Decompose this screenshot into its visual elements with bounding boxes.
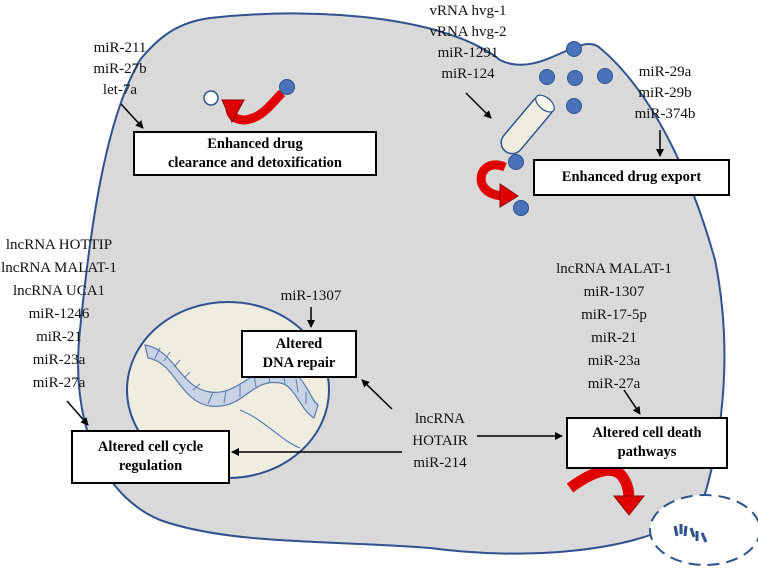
drug-molecule xyxy=(279,79,295,95)
red-arrow-clearance-icon xyxy=(221,89,286,125)
mirna-label: miR-1246 xyxy=(28,306,90,322)
box-drug-clearance: Enhanced drug clearance and detoxificati… xyxy=(133,131,377,176)
mirna-label: miR-374b xyxy=(634,106,696,122)
mirna-label: miR-27a xyxy=(587,376,641,392)
mirna-label: miR-1307 xyxy=(280,288,342,304)
mirna-label: lncRNA HOTTIP xyxy=(5,237,113,253)
box-drug-export: Enhanced drug export xyxy=(533,159,730,196)
mirna-label: HOTAIR xyxy=(412,433,468,449)
box-line: pathways xyxy=(617,444,677,460)
box-line: Enhanced drug xyxy=(207,135,303,152)
mirna-list-center: lncRNA HOTAIR miR-214 xyxy=(397,408,483,474)
drug-molecules-export xyxy=(508,41,613,216)
mirna-label: miR-1307 xyxy=(583,284,645,300)
mirna-list-cell-death: lncRNA MALAT-1 miR-1307 miR-17-5p miR-21… xyxy=(538,258,690,396)
apoptotic-cell xyxy=(649,494,758,566)
box-line: clearance and detoxification xyxy=(168,154,342,171)
mirna-list-dna-repair: miR-1307 xyxy=(268,286,354,307)
mirna-label: vRNA hvg-2 xyxy=(429,24,507,40)
mirna-label: lncRNA MALAT-1 xyxy=(556,261,672,277)
mirna-label: lncRNA UCA1 xyxy=(12,283,106,299)
arrow-import xyxy=(465,92,492,119)
mirna-label: miR-27b xyxy=(93,61,147,77)
box-line: DNA repair xyxy=(262,355,336,371)
mirna-label: lncRNA MALAT-1 xyxy=(1,260,117,276)
mirna-label: miR-29b xyxy=(638,85,692,101)
mirna-label: lncRNA xyxy=(415,411,465,427)
box-line: Altered cell cycle xyxy=(97,439,204,455)
box-cell-death: Altered cell death pathways xyxy=(566,417,728,469)
arrow-clearance xyxy=(120,103,144,129)
mirna-label: vRNA hvg-1 xyxy=(429,3,507,19)
mirna-label: miR-21 xyxy=(36,329,82,345)
box-line: Altered cell death xyxy=(592,425,702,441)
mirna-list-import: vRNA hvg-1 vRNA hvg-2 miR-1291 miR-124 xyxy=(413,1,523,85)
arrow-death xyxy=(623,389,641,415)
mirna-label: miR-211 xyxy=(93,40,147,56)
mirna-list-cell-cycle: lncRNA HOTTIP lncRNA MALAT-1 lncRNA UCA1… xyxy=(0,234,118,395)
mirna-label: miR-214 xyxy=(413,455,467,471)
mirna-label: miR-23a xyxy=(587,353,641,369)
mirna-label: miR-17-5p xyxy=(581,307,647,323)
mirna-list-export: miR-29a miR-29b miR-374b xyxy=(625,62,705,125)
arrow-cycle xyxy=(66,400,89,426)
arrow-center-repair xyxy=(361,379,393,410)
mirna-label: miR-21 xyxy=(591,330,637,346)
red-arrow-import-icon xyxy=(476,160,519,208)
red-arrow-death-icon xyxy=(566,464,646,516)
mirna-label: miR-23a xyxy=(32,352,86,368)
mirna-label: miR-1291 xyxy=(437,45,499,61)
drug-molecule-white xyxy=(203,90,219,106)
mirna-label: let-7a xyxy=(102,82,138,98)
box-dna-repair: Altered DNA repair xyxy=(241,330,357,378)
mirna-label: miR-27a xyxy=(32,375,86,391)
mirna-label: miR-29a xyxy=(638,64,692,80)
drug-pump-icon xyxy=(500,94,555,155)
mirna-list-clearance: miR-211 miR-27b let-7a xyxy=(80,38,160,101)
box-cell-cycle: Altered cell cycle regulation xyxy=(71,430,230,484)
box-line: Altered xyxy=(275,336,323,352)
box-line: regulation xyxy=(118,458,183,474)
mirna-label: miR-124 xyxy=(441,66,495,82)
box-line: Enhanced drug export xyxy=(561,169,702,185)
fragmented-dna-icon xyxy=(673,524,708,543)
